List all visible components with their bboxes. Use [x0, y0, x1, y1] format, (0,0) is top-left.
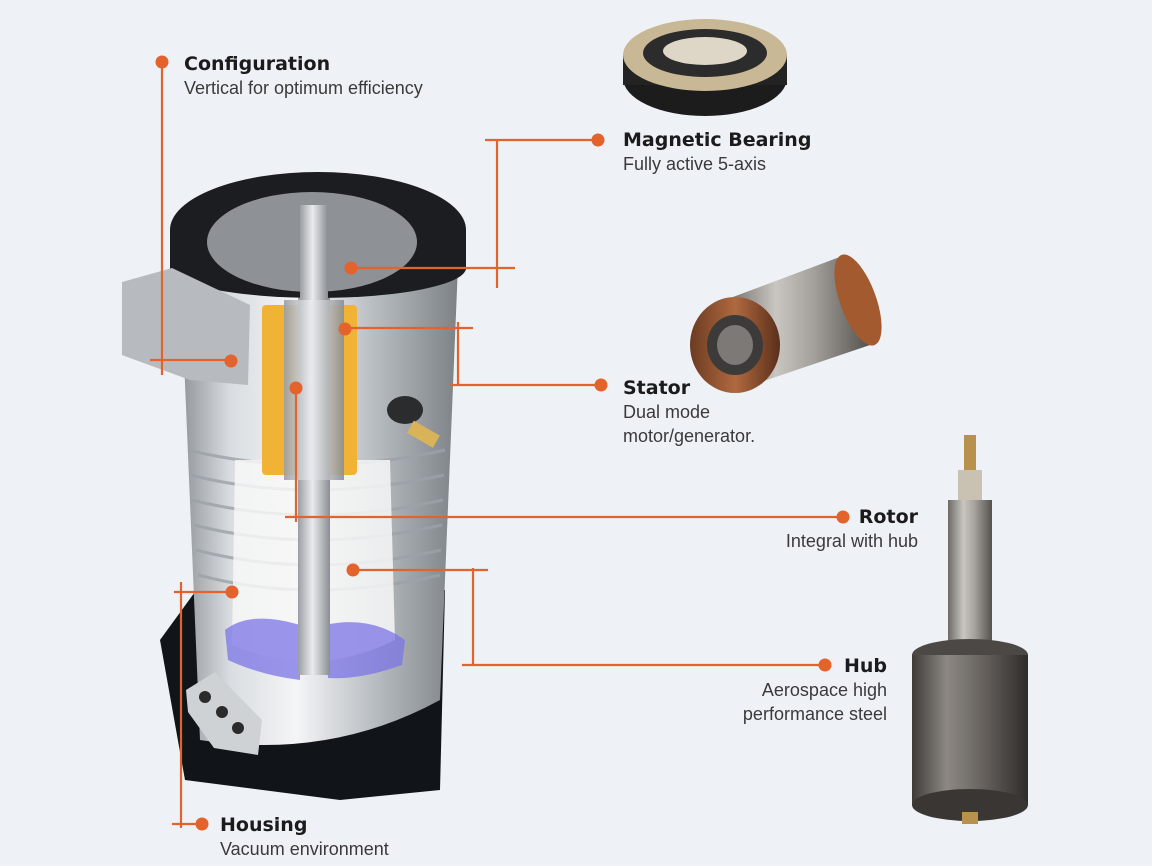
- magnetic-bearing-callout: Magnetic Bearing Fully active 5-axis: [623, 128, 811, 176]
- rotor-hub-image: [912, 435, 1028, 824]
- configuration-target-dot: [224, 354, 238, 368]
- configuration-callout: Configuration Vertical for optimum effic…: [184, 52, 423, 100]
- configuration-title: Configuration: [184, 53, 331, 75]
- stator-image: [690, 254, 882, 393]
- configuration-dot: [155, 55, 169, 69]
- rotor-title: Rotor: [858, 506, 918, 528]
- hub-desc-line1: Aerospace high: [761, 680, 887, 700]
- magnetic-bearing-target-dot: [344, 261, 358, 275]
- hub-callout: Hub Aerospace high performance steel: [743, 654, 887, 726]
- housing-dot: [195, 817, 209, 831]
- stator-dot: [594, 378, 608, 392]
- rotor-dot: [836, 510, 850, 524]
- leader-dots: [155, 55, 850, 831]
- stator-target-dot: [338, 322, 352, 336]
- rotor-callout: Rotor Integral with hub: [786, 505, 918, 553]
- configuration-side-box: [122, 268, 250, 385]
- stator-callout: Stator Dual mode motor/generator.: [623, 376, 755, 448]
- leader-lines: [150, 62, 843, 828]
- configuration-desc: Vertical for optimum efficiency: [184, 78, 423, 98]
- hub-dot: [818, 658, 832, 672]
- housing-title: Housing: [220, 814, 308, 836]
- rotor-desc: Integral with hub: [785, 531, 918, 551]
- hub-title: Hub: [843, 655, 887, 677]
- housing-desc: Vacuum environment: [220, 839, 389, 859]
- magnetic-bearing-dot: [591, 133, 605, 147]
- flywheel-unit: [122, 172, 466, 800]
- stator-title: Stator: [623, 377, 691, 399]
- magnetic-bearing-desc: Fully active 5-axis: [623, 154, 767, 174]
- vacuum-glow-right: [325, 622, 405, 679]
- connector-fitting: [387, 396, 440, 448]
- housing-callout: Housing Vacuum environment: [220, 813, 389, 861]
- magnetic-bearing-image: [623, 19, 787, 116]
- stator-desc-line1: Dual mode: [623, 402, 711, 422]
- shaft-top: [300, 205, 328, 300]
- rotor-target-dot: [289, 381, 303, 395]
- magnetic-bearing-title: Magnetic Bearing: [623, 129, 812, 151]
- stator-desc-line2: motor/generator.: [623, 426, 756, 446]
- vacuum-glow: [225, 618, 300, 680]
- housing-target-dot: [225, 585, 239, 599]
- hub-desc-line2: performance steel: [742, 704, 887, 724]
- hub-target-dot: [346, 563, 360, 577]
